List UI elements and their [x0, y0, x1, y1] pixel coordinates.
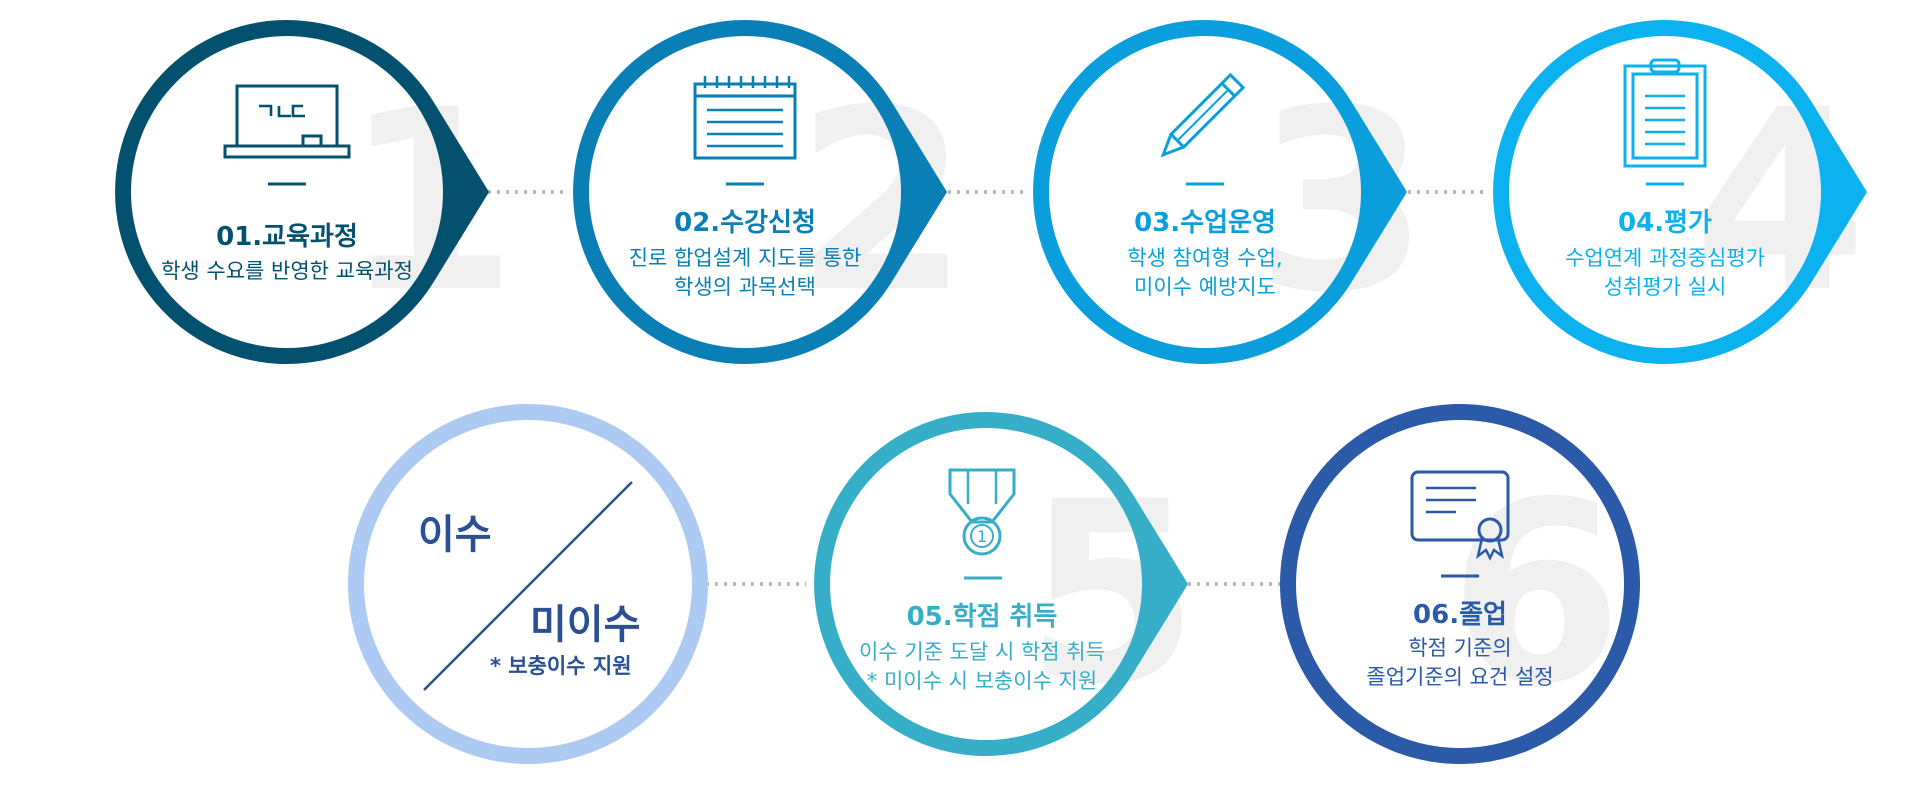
step-4-title: 04.평가 [1618, 208, 1712, 238]
step-5-title: 05.학점 취득 [906, 602, 1058, 632]
connectors [488, 190, 1486, 586]
medal-icon: 1 [948, 468, 1016, 556]
step-6-title: 06.졸업 [1413, 600, 1507, 630]
step-3-title: 03.수업운영 [1134, 208, 1276, 238]
status-completed-label: 이수 [418, 512, 492, 558]
step-6: 6 [1280, 404, 1640, 764]
step-2-desc-line-2: 학생의 과목선택 [674, 275, 816, 299]
status-incomplete-label: 미이수 [530, 602, 641, 648]
step-3-desc-line-1: 학생 참여형 수업, [1127, 246, 1283, 270]
clipboard-icon [1623, 58, 1707, 168]
pencil-icon [1160, 72, 1246, 158]
step-4-desc-line-1: 수업연계 과정중심평가 [1565, 246, 1765, 270]
step-2: 2 [573, 20, 969, 364]
step-5-desc-line-1: 이수 기준 도달 시 학점 취득 [859, 640, 1105, 664]
status-note: * 보충이수 지원 [490, 654, 632, 678]
certificate-icon [1410, 470, 1510, 561]
completion-status [348, 404, 708, 764]
step-1-desc-line-1: 학생 수요를 반영한 교육과정 [161, 259, 413, 283]
blackboard-icon [223, 84, 351, 159]
step-2-desc-line-1: 진로 합업설계 지도를 통한 [628, 246, 862, 270]
step-5: 5 1 [814, 412, 1199, 756]
status-divider-slash [423, 481, 633, 691]
status-circle [348, 404, 708, 764]
calendar-icon [693, 76, 797, 160]
step-6-desc-line-2: 졸업기준의 요건 설정 [1366, 665, 1554, 689]
step-3-desc-line-2: 미이수 예방지도 [1134, 275, 1276, 299]
step-3: 3 [1033, 20, 1429, 364]
step-4: 4 [1493, 20, 1867, 364]
svg-text:1: 1 [977, 527, 987, 546]
step-4-desc-line-2: 성취평가 실시 [1603, 275, 1727, 299]
step-1-title: 01.교육과정 [216, 222, 358, 252]
step-2-title: 02.수강신청 [674, 208, 816, 238]
step-6-desc-line-1: 학점 기준의 [1408, 636, 1512, 660]
step-5-desc-line-2: * 미이수 시 보충이수 지원 [866, 669, 1098, 693]
step-1: 1 [115, 20, 517, 364]
step-6-ring [1280, 404, 1640, 764]
